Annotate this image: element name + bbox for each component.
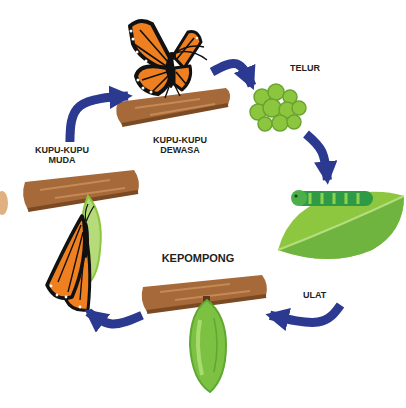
branch-shape (23, 170, 139, 210)
stage-label: KUPU-KUPU MUDA (32, 145, 92, 166)
chrysalis-shell (190, 300, 226, 392)
wing-dot (196, 37, 199, 40)
cycle-arrow (70, 96, 128, 142)
stage-label: ULAT (303, 290, 337, 300)
stage-node: ULAT (275, 180, 406, 305)
young-branch (23, 170, 139, 210)
chrysalis-line (214, 318, 217, 372)
wing-dot (136, 51, 139, 54)
branch-grain (40, 180, 125, 198)
cycle-arrow (270, 305, 341, 322)
wing-dot (79, 306, 82, 309)
stage-node: TELUR (252, 62, 324, 134)
egg (268, 84, 284, 100)
wing-dot (130, 30, 133, 33)
egg (287, 115, 301, 129)
chrysalis (190, 296, 226, 392)
cycle-arrow (306, 134, 327, 180)
wing-dot (56, 294, 59, 297)
butterfly-body (168, 56, 175, 88)
stage-node: KEPOMPONG (142, 250, 270, 395)
young-butterfly (47, 196, 101, 310)
wing-dot (142, 87, 145, 90)
wing-dots (130, 30, 199, 94)
stage-label: KEPOMPONG (150, 252, 246, 265)
cycle-arrow (212, 63, 252, 85)
branch-grain (135, 99, 215, 115)
wing-vein (58, 225, 85, 300)
caterpillar-stripe (310, 193, 358, 204)
caterpillar (291, 190, 373, 206)
antenna (173, 46, 207, 60)
wing-dot (145, 60, 148, 63)
caterpillar-eye (294, 194, 297, 197)
stage-label: KUPU-KUPU DEWASA (149, 135, 211, 156)
wing-dot (150, 91, 153, 94)
egg (263, 99, 281, 117)
egg (258, 117, 272, 131)
egg (272, 115, 288, 131)
eggs (250, 84, 306, 131)
cycle-arrow (88, 312, 142, 324)
wing-vein (134, 30, 194, 92)
antenna (85, 204, 94, 222)
wing-dot (50, 285, 53, 288)
wing-dot (65, 296, 68, 299)
chrysalis-highlight (198, 320, 202, 375)
wing (174, 66, 191, 90)
stage-label: TELUR (290, 63, 326, 73)
wing-dot (132, 38, 135, 41)
wing-dots (50, 285, 82, 309)
stage-node: KUPU-KUPU MUDA (15, 142, 137, 312)
branch-shape (116, 88, 230, 125)
butterfly-leg (165, 84, 180, 98)
butterfly-body (83, 222, 89, 258)
adult-butterfly (130, 21, 208, 98)
wing-dot (137, 79, 140, 82)
caterpillar-head (291, 190, 307, 206)
egg (292, 101, 306, 115)
wing (173, 31, 201, 68)
stage-node: KUPU-KUPU DEWASA (128, 18, 212, 160)
edge-fragment (0, 191, 8, 215)
adult-branch (116, 88, 230, 125)
